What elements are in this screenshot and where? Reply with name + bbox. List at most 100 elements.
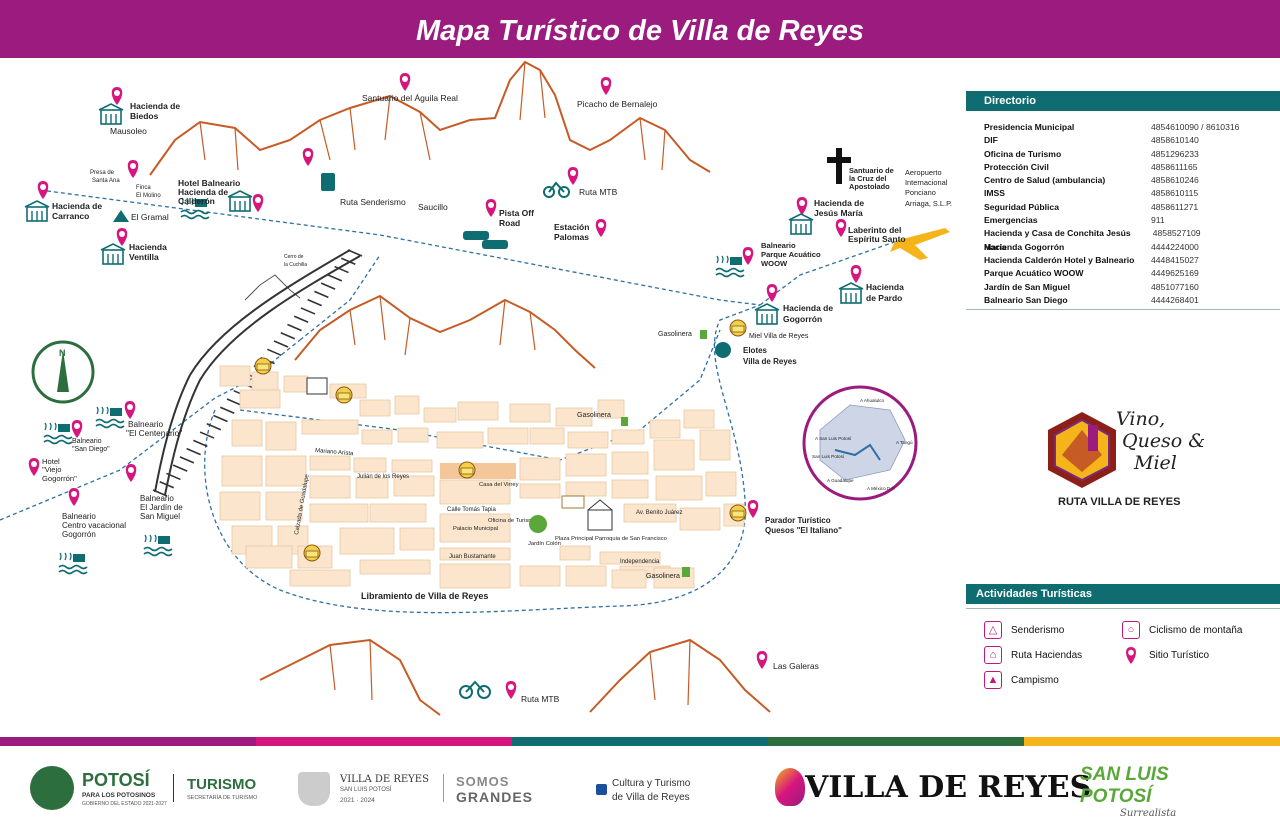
- somos-word: SOMOS: [456, 774, 510, 789]
- ruta-subtitle: RUTA VILLA DE REYES: [1058, 496, 1181, 508]
- tourist-pin-icon: [116, 228, 128, 246]
- turismo-word: TURISMO: [187, 776, 257, 793]
- directory-title: Directorio: [966, 91, 1280, 111]
- town-block: [309, 455, 351, 471]
- directory-phone: 4858610140: [1151, 135, 1199, 146]
- facebook-icon: [596, 784, 607, 795]
- potosi-sub2: GOBIERNO DEL ESTADO 2021-2027: [82, 801, 167, 807]
- town-block: [611, 451, 649, 475]
- stripe-segment: [1024, 737, 1280, 746]
- gas3-icon: [700, 330, 707, 339]
- rail-tie: [159, 480, 175, 489]
- vdr-word: VILLA DE REYES: [805, 770, 1092, 805]
- directory-phone: 4858611271: [1151, 201, 1199, 212]
- town-block: [519, 565, 561, 587]
- town-block: [439, 563, 511, 589]
- hiker-icon: △: [984, 621, 1002, 639]
- town-blocks: [219, 365, 745, 589]
- tourist-pin-icon: [37, 181, 49, 199]
- rail-tie: [152, 489, 168, 497]
- directory-name: Oficina de Turismo: [984, 148, 1062, 159]
- rail-tie: [300, 307, 316, 315]
- ruta-line1: Vino,: [1116, 408, 1166, 430]
- rail-tie: [307, 298, 322, 307]
- compass-needle-icon: [57, 350, 69, 392]
- legend-ciclismo: ○ Ciclismo de montaña: [1122, 621, 1242, 639]
- flame-icon: [775, 768, 805, 806]
- tree-icon: [529, 515, 547, 533]
- tourist-pin-icon: [68, 488, 80, 506]
- place-label-miel: Miel Villa de Reyes: [749, 333, 809, 340]
- town-block: [567, 431, 609, 449]
- inset-ahualulco: A Ahualulco: [860, 398, 884, 403]
- town-block: [423, 407, 457, 423]
- divider-line: [173, 774, 174, 802]
- inset-slp: San Luis Potosí: [812, 454, 845, 459]
- slp-sub: Surrealista: [1120, 808, 1177, 819]
- town-block: [655, 475, 703, 501]
- stripe-segment: [768, 737, 1024, 746]
- oficina-turismo-label: Oficina de Turismo: [488, 518, 536, 524]
- town-block: [359, 399, 391, 417]
- gas-icon: [682, 567, 690, 577]
- town-block: [611, 479, 649, 499]
- tourist-pin-icon: [125, 464, 137, 482]
- activities-divider: [966, 608, 1280, 609]
- directory-phone: 4851296233: [1151, 148, 1199, 159]
- villa-reyes-gov-logo: VILLA DE REYES SAN LUIS POTOSÍ 2021 · 20…: [298, 772, 438, 812]
- rail-tie: [334, 265, 349, 274]
- town-block: [436, 431, 484, 449]
- tourist-pin-icon: [399, 73, 411, 91]
- street-julian-reyes: Julián de los Reyes: [357, 474, 409, 480]
- mountain-range-south: [259, 638, 771, 716]
- directory-name: Parque Acuático WOOW: [984, 268, 1084, 279]
- gas2-icon: [621, 417, 628, 426]
- town-block: [355, 477, 389, 499]
- compass-icon: [31, 340, 95, 404]
- town-block: [565, 453, 607, 477]
- town-block: [283, 375, 309, 393]
- place-label-el-gramal: El Gramal: [131, 212, 169, 222]
- directory-phone: 4858610115: [1151, 188, 1199, 199]
- place-label-gasolinera-1: Gasolinera: [658, 331, 692, 338]
- fb-line2: de Villa de Reyes: [612, 792, 690, 803]
- town-block: [679, 507, 721, 531]
- town-block: [265, 455, 307, 487]
- directory-phone: 4444268401: [1151, 294, 1199, 305]
- rail-tie: [193, 439, 208, 448]
- rail-tie: [347, 249, 363, 257]
- town-block: [683, 409, 715, 429]
- church-small-icon: [306, 377, 328, 395]
- activities-title: Actividades Turísticas: [966, 584, 1280, 604]
- place-label-gasolinera-2: Gasolinera: [577, 412, 611, 419]
- cyclist-icon: ○: [1122, 621, 1140, 639]
- street-independencia: Independencia: [620, 559, 660, 565]
- town-block: [245, 545, 293, 569]
- legend-sitio: Sitio Turístico: [1122, 646, 1209, 664]
- directory-phone: 4858611165: [1151, 161, 1198, 172]
- turismo-logo: TURISMO SECRETARÍA DE TURISMO: [187, 776, 257, 801]
- directory-phone: 4858527109: [1152, 228, 1201, 239]
- villa-line1: VILLA DE REYES: [340, 774, 429, 785]
- tent-icon: [113, 210, 129, 222]
- arcade-icon: [561, 495, 585, 509]
- town-block: [565, 565, 607, 587]
- directory-name: Hacienda Calderón Hotel y Balneario: [984, 254, 1135, 265]
- directory-name: Presidencia Municipal: [984, 122, 1075, 132]
- palacio-label: Palacio Municipal: [453, 526, 498, 532]
- rail-tie: [213, 414, 228, 423]
- color-stripe: [0, 737, 1280, 746]
